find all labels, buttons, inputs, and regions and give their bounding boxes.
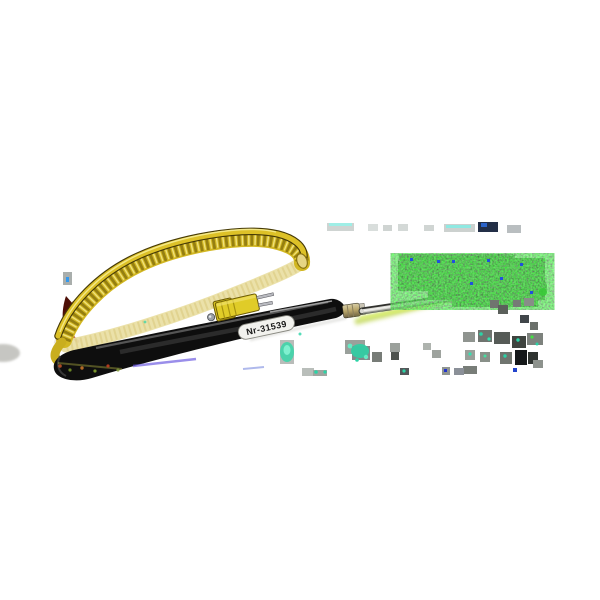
blue-specks [410,258,533,294]
glitch-block-strip-top [63,222,521,285]
teal-splotches [143,320,539,374]
connector-prong [256,292,275,300]
handle-top-gloss [95,300,329,350]
chromatic-fringe [57,357,265,373]
left-edge-shadow [0,344,20,362]
connector-prong [258,301,273,307]
handle-under-halo [249,316,347,342]
handle-butt-highlight [57,355,67,377]
serial-label: Nr-31539 [237,315,295,340]
coil-end-cap [296,253,308,269]
coiled-cable [50,227,310,367]
glitch-artifact-blocks [143,298,543,376]
connector-body [214,293,260,320]
thermocouple-connector [207,292,275,322]
